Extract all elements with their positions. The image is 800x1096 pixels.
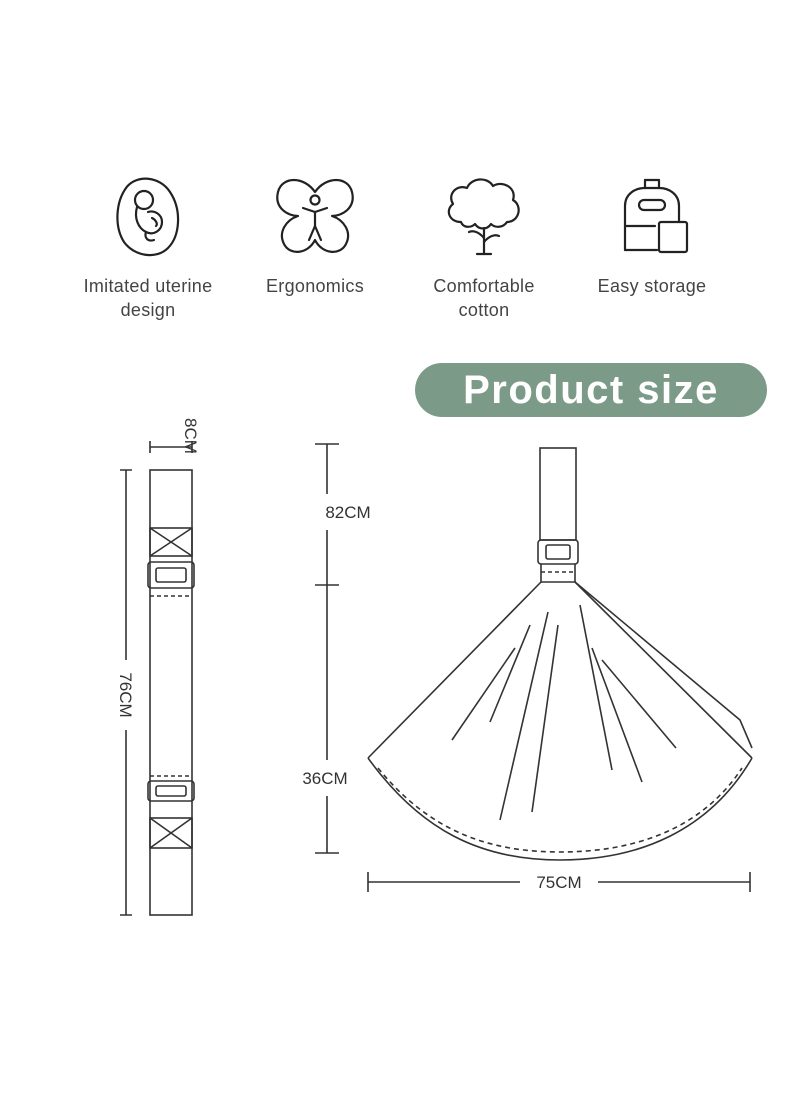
feature-easy-storage: Easy storage xyxy=(567,170,737,298)
upper-height-label: 82CM xyxy=(325,503,370,522)
height-dimension xyxy=(315,443,339,854)
strap-width-dimension xyxy=(149,441,193,453)
feature-label-line: Comfortable xyxy=(433,276,535,296)
fetus-icon xyxy=(116,177,180,257)
ergonomic-person-icon xyxy=(276,178,354,253)
feature-label-line: cotton xyxy=(458,300,510,320)
feature-label: Imitated uterine design xyxy=(63,274,233,322)
feature-label: Ergonomics xyxy=(230,274,400,298)
feature-cotton: Comfortable cotton xyxy=(399,170,569,322)
feature-label-line: Imitated uterine xyxy=(83,276,213,296)
sling-drawing xyxy=(367,447,753,861)
feature-label-line: Ergonomics xyxy=(265,276,365,296)
width-dimension xyxy=(367,872,751,892)
section-title-badge: Product size xyxy=(415,363,767,417)
strap-drawing xyxy=(147,469,195,916)
backpack-icon xyxy=(623,178,689,254)
strap-length-label: 76CM xyxy=(116,672,135,717)
strap-length-dimension xyxy=(120,469,132,916)
width-label: 75CM xyxy=(536,873,581,892)
feature-label: Easy storage xyxy=(567,274,737,298)
strap-width-label: 8CM xyxy=(181,418,200,454)
feature-label-line: design xyxy=(120,300,176,320)
cotton-icon xyxy=(447,178,520,256)
feature-imitated-uterine: Imitated uterine design xyxy=(63,170,233,322)
lower-height-label: 36CM xyxy=(302,769,347,788)
feature-label-line: Easy storage xyxy=(597,276,707,296)
feature-ergonomics: Ergonomics xyxy=(230,170,400,298)
feature-label: Comfortable cotton xyxy=(399,274,569,322)
